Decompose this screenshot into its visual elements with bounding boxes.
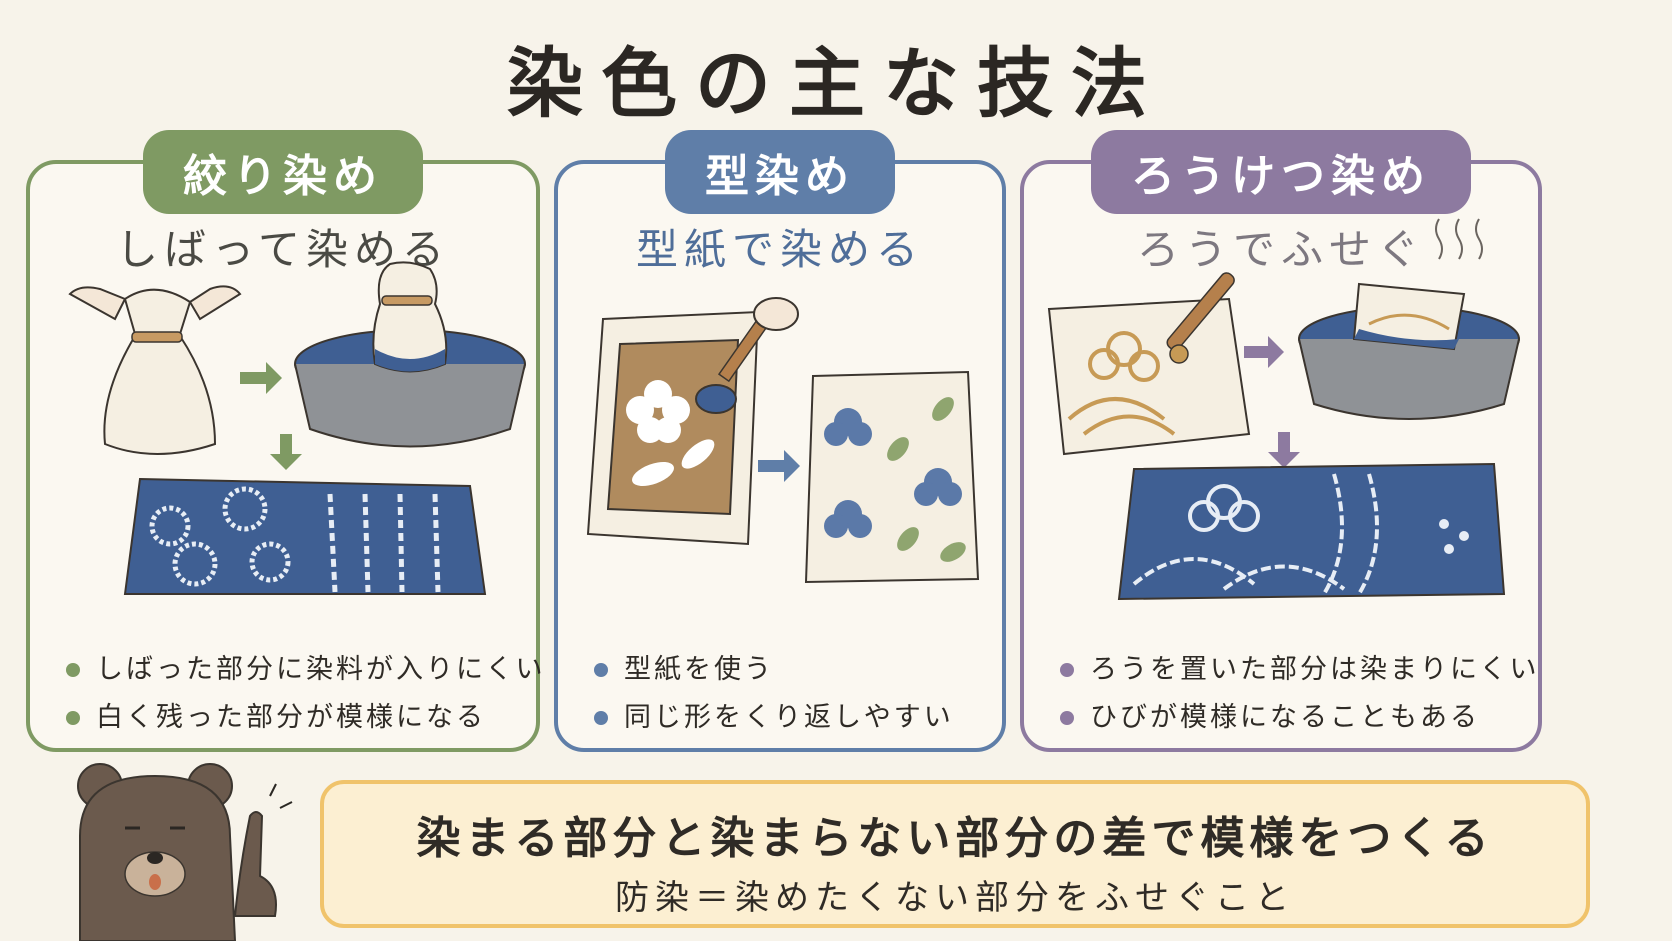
summary-box: 染まる部分と染まらない部分の差で模様をつくる 防染＝染めたくない部分をふせぐこと	[320, 780, 1590, 928]
brush-icon	[695, 297, 799, 414]
panel-rouketsu: ろうけつ染め ろうでふせぐ	[1020, 130, 1542, 752]
arrow-down-icon	[270, 434, 302, 470]
summary-main: 染まる部分と染まらない部分の差で模様をつくる	[416, 813, 1494, 864]
tag-rouketsu: ろうけつ染め	[1091, 130, 1471, 214]
summary-sub: 防染＝染めたくない部分をふせぐこと	[615, 878, 1295, 918]
rouketsu-illustration	[1047, 218, 1520, 601]
batik-cloth-icon	[1117, 462, 1506, 601]
bullets-rouketsu: ろうを置いた部分は染まりにくい ひびが模様になることもある	[1060, 646, 1539, 742]
bear-mascot-icon	[77, 763, 293, 941]
shibori-cloth-icon	[123, 477, 487, 595]
subtitle-katazome: 型紙で染める	[635, 225, 924, 274]
stencil-icon	[586, 310, 760, 546]
bullet-item: ろうを置いた部分は染まりにくい	[1060, 646, 1539, 694]
katazome-illustration	[586, 297, 980, 584]
dye-bath-icon	[294, 261, 526, 448]
shibori-illustration	[68, 261, 526, 595]
arrow-right-icon	[1244, 336, 1284, 368]
subtitle-rouketsu: ろうでふせぐ	[1136, 225, 1425, 274]
wax-cloth-icon	[1047, 297, 1251, 456]
panel-katazome: 型染め 型紙で染める 型紙を使う	[554, 130, 1006, 752]
arrow-down-icon	[1268, 432, 1300, 468]
wax-pen-icon	[1166, 272, 1235, 364]
tag-katazome: 型染め	[665, 130, 895, 214]
arrow-right-icon	[240, 362, 282, 394]
bullets-katazome: 型紙を使う 同じ形をくり返しやすい	[594, 646, 954, 742]
bullet-item: 型紙を使う	[594, 646, 954, 694]
bullets-shibori: しばった部分に染料が入りにくい 白く残った部分が模様になる	[66, 646, 545, 742]
tied-cloth-icon	[68, 285, 242, 455]
bullet-item: しばった部分に染料が入りにくい	[66, 646, 545, 694]
arrow-right-icon	[758, 450, 800, 482]
panel-shibori: 絞り染め しばって染める	[26, 130, 542, 752]
page-title: 染色の主な技法	[507, 39, 1165, 128]
dye-bath-icon	[1298, 218, 1520, 420]
stencil-print-icon	[804, 370, 980, 584]
bullet-item: ひびが模様になることもある	[1060, 694, 1539, 742]
bullet-item: 白く残った部分が模様になる	[66, 694, 545, 742]
bullet-item: 同じ形をくり返しやすい	[594, 694, 954, 742]
tag-shibori: 絞り染め	[143, 130, 423, 214]
